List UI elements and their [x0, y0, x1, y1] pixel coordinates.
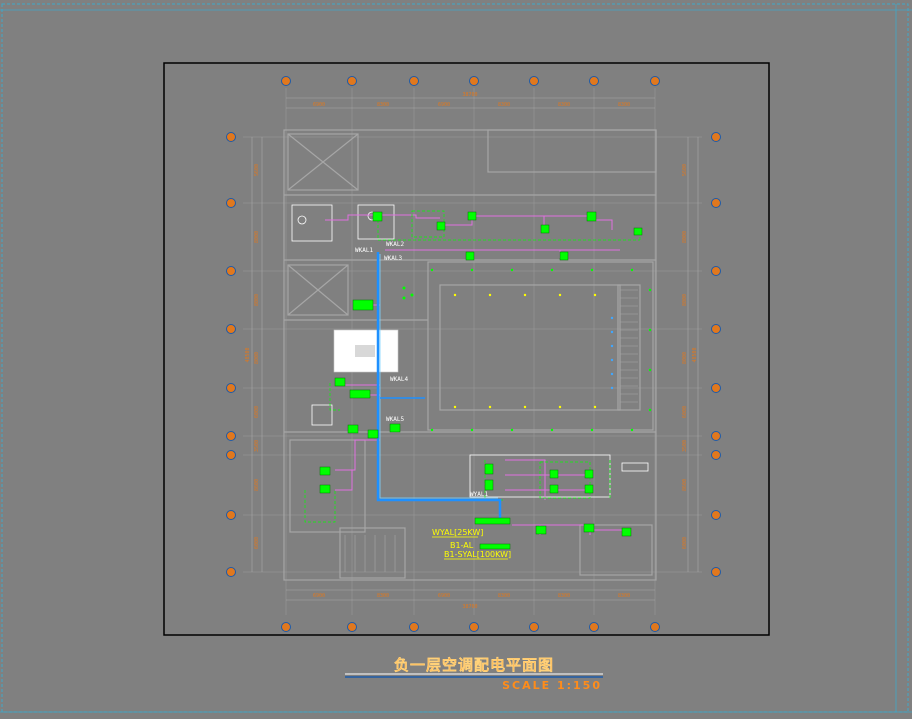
dim-top-span: 8300	[377, 102, 389, 108]
dim-bottom-span: 6900	[438, 593, 450, 599]
dim-top-span: 6900	[313, 102, 325, 108]
dim-top-overall: 38700	[462, 92, 477, 98]
drawing-title: 负一层空调配电平面图	[394, 656, 554, 674]
cable-tag: WYAL1	[470, 491, 488, 498]
dim-bottom-span: 8300	[377, 593, 389, 599]
drawing-frame	[163, 62, 770, 636]
main-feeder	[376, 252, 502, 522]
dim-right-span: 8000	[682, 352, 688, 364]
cable-tag: WKAL1	[355, 247, 373, 254]
dim-left-overall: 48500	[245, 347, 251, 362]
stair-hatch	[344, 289, 638, 572]
dim-right-span: 6000	[682, 537, 688, 549]
dim-bottom-overall: 38700	[462, 604, 477, 610]
cable-tag: WKAL2	[386, 241, 404, 248]
branch-circuits	[325, 214, 625, 535]
dimension-lines	[251, 97, 699, 601]
dim-bottom-span: 8300	[498, 593, 510, 599]
dim-top-span: 8300	[618, 102, 630, 108]
dim-bottom-span: 8300	[618, 593, 630, 599]
dim-left-span: 5600	[254, 164, 260, 176]
dim-left-span: 8000	[254, 352, 260, 364]
equipment-block-core	[355, 345, 375, 357]
dim-left-span: 6000	[254, 537, 260, 549]
dim-bottom-span: 6900	[313, 593, 325, 599]
main-feeder-highlight	[379, 254, 498, 499]
feeder-label: WYAL[25KW]	[432, 528, 483, 537]
dim-right-span: 6000	[682, 406, 688, 418]
distribution-panels	[319, 211, 643, 550]
cable-tag: WKAL3	[384, 255, 402, 262]
dim-right-overall: 48500	[692, 347, 698, 362]
dim-top-span: 8300	[558, 102, 570, 108]
dim-left-span: 3500	[254, 440, 260, 452]
dim-top-span: 8300	[498, 102, 510, 108]
hall-blue-dots	[610, 316, 614, 390]
cable-tag: WKAL4	[390, 376, 408, 383]
building-walls	[283, 129, 657, 581]
hall-device-dots	[402, 268, 652, 432]
sheet-border	[1, 3, 909, 713]
dim-left-span: 8000	[254, 231, 260, 243]
dim-right-span: 5600	[682, 164, 688, 176]
axis-bubbles	[226, 76, 721, 632]
cable-tag: WKAL5	[386, 416, 404, 423]
panel-label: B1-AL	[450, 541, 474, 550]
dim-top-span: 6900	[438, 102, 450, 108]
dim-right-span: 8600	[682, 479, 688, 491]
dim-right-span: 3500	[682, 440, 688, 452]
feeder-label: B1-SYAL[100KW]	[444, 550, 511, 559]
drawing-scale: SCALE 1:150	[502, 679, 602, 692]
dim-left-span: 8000	[254, 294, 260, 306]
dim-left-span: 6000	[254, 406, 260, 418]
dim-right-span: 8000	[682, 231, 688, 243]
dim-left-span: 8600	[254, 479, 260, 491]
hall-light-dots	[453, 293, 597, 409]
dim-right-span: 8000	[682, 294, 688, 306]
dim-bottom-span: 8300	[558, 593, 570, 599]
